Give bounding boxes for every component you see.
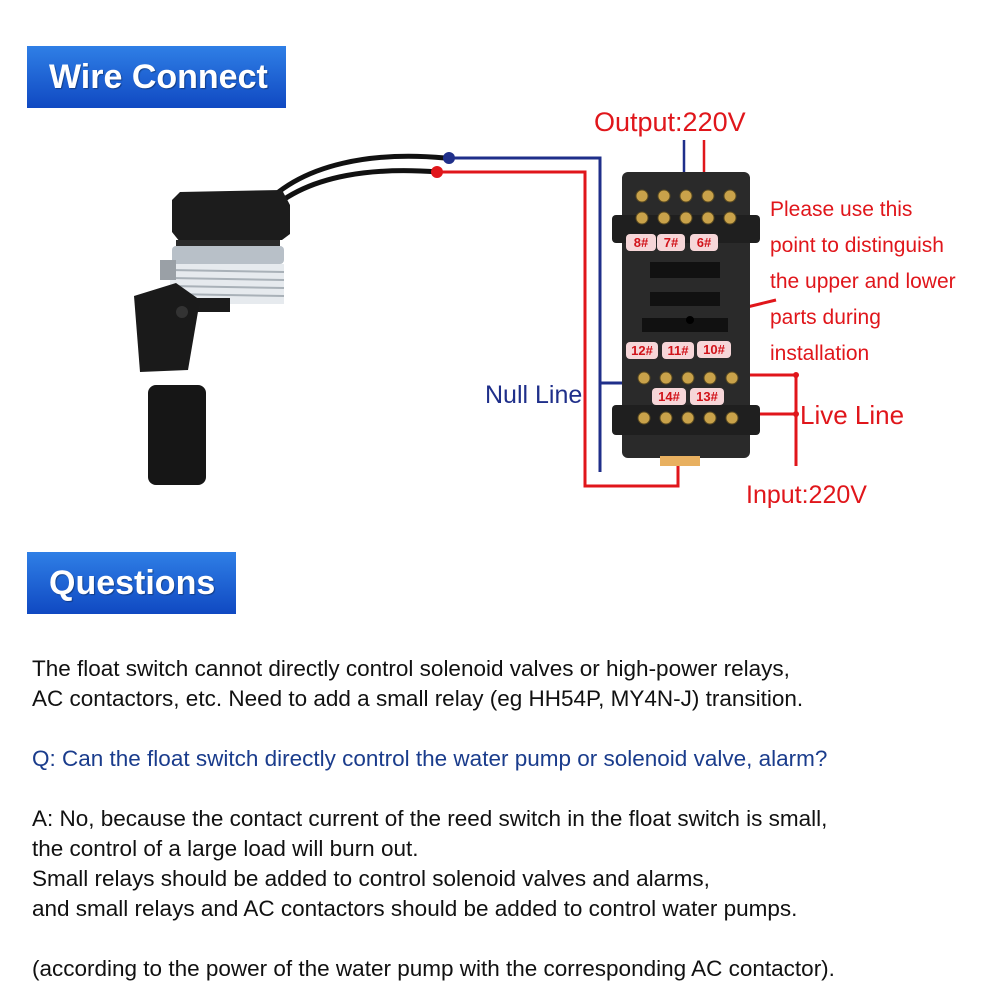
float-switch xyxy=(134,153,446,485)
installation-note: Please use this point to distinguish the… xyxy=(770,198,956,365)
output-label: Output:220V xyxy=(594,107,746,137)
terminal-6: 6# xyxy=(697,235,712,250)
terminal-13: 13# xyxy=(696,389,718,404)
terminal-8: 8# xyxy=(634,235,649,250)
question-text: Q: Can the float switch directly control… xyxy=(32,746,828,771)
terminal-12: 12# xyxy=(631,343,653,358)
terminal-11: 11# xyxy=(668,343,690,358)
terminal-10: 10# xyxy=(703,342,725,357)
questions-title: Questions xyxy=(49,563,216,602)
terminal-tags: 8# 7# 6# 12# 11# 10# 14# 13# xyxy=(626,234,731,405)
wire-connect-banner: Wire Connect xyxy=(27,46,286,108)
wiring-diagram: 8# 7# 6# 12# 11# 10# 14# 13# Output:220V… xyxy=(134,107,956,509)
contactor-note: (according to the power of the water pum… xyxy=(32,956,835,981)
svg-text:installation: installation xyxy=(770,342,869,365)
svg-text:parts during: parts during xyxy=(770,306,881,329)
terminal-7: 7# xyxy=(664,235,679,250)
relay-socket xyxy=(612,172,760,466)
null-line-label: Null Line xyxy=(485,381,582,409)
svg-text:Please use this: Please use this xyxy=(770,198,912,221)
svg-text:point to distinguish: point to distinguish xyxy=(770,234,944,257)
intro-paragraph: The float switch cannot directly control… xyxy=(32,656,804,711)
terminal-14: 14# xyxy=(658,389,680,404)
wire-connect-title: Wire Connect xyxy=(49,57,268,96)
live-line-label: Live Line xyxy=(800,400,904,430)
questions-banner: Questions xyxy=(27,552,236,614)
null-line-wire xyxy=(443,152,640,472)
input-label: Input:220V xyxy=(746,481,867,509)
svg-text:the upper and lower: the upper and lower xyxy=(770,270,956,293)
answer-paragraph: A: No, because the contact current of th… xyxy=(32,806,828,921)
